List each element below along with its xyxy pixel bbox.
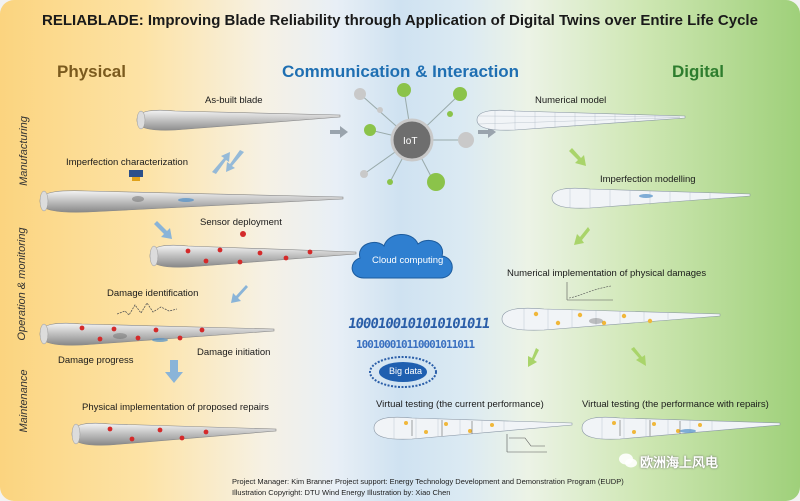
sensor-dot-icon xyxy=(240,231,246,237)
column-header-digital: Digital xyxy=(672,62,724,81)
column-header-physical: Physical xyxy=(57,62,126,81)
iot-hub xyxy=(354,83,474,191)
label-virtual-repairs: Virtual testing (the performance with re… xyxy=(582,399,769,410)
footer-credits-line1: Project Manager: Kim Branner Project sup… xyxy=(232,477,624,486)
label-sensor-deployment: Sensor deployment xyxy=(200,217,282,228)
column-header-communication: Communication & Interaction xyxy=(282,62,520,81)
binary-stream-1: 1000100101010101011 xyxy=(346,316,491,332)
blade-imperfection xyxy=(39,190,344,213)
arrow-right-icon xyxy=(330,126,348,138)
arrow-down-icon xyxy=(631,347,646,366)
arrow-down-icon xyxy=(528,348,539,367)
blade-virtual-repairs xyxy=(581,416,781,440)
blade-numerical-model xyxy=(476,109,686,131)
label-virtual-current: Virtual testing (the current performance… xyxy=(376,399,544,410)
arrow-down-icon xyxy=(574,227,590,245)
label-as-built-blade: As-built blade xyxy=(205,95,263,106)
label-cloud-computing: Cloud computing xyxy=(372,255,444,266)
blade-virtual-current xyxy=(373,416,573,440)
label-damage-identification: Damage identification xyxy=(107,288,199,299)
performance-graph-icon xyxy=(506,434,547,453)
blade-repaired xyxy=(71,422,277,446)
wechat-logo-icon xyxy=(619,453,637,468)
phase-label-maintenance: Maintenance xyxy=(18,369,30,433)
diagram-title: RELIABLADE: Improving Blade Reliability … xyxy=(42,12,758,29)
label-physical-repairs: Physical implementation of proposed repa… xyxy=(82,402,269,413)
label-numerical-model: Numerical model xyxy=(535,95,607,106)
arrow-down-icon xyxy=(165,360,183,383)
phase-label-manufacturing: Manufacturing xyxy=(18,116,30,186)
label-iot: IoT xyxy=(403,136,418,147)
footer-credits-line2: Illustration Copyright: DTU Wind Energy … xyxy=(232,488,451,497)
blade-as-built xyxy=(136,109,341,131)
blade-numerical-damage xyxy=(501,307,721,331)
cloud-computing-icon xyxy=(351,234,453,279)
arrow-down-icon xyxy=(231,285,248,303)
damage-graph-icon xyxy=(566,282,613,301)
label-numerical-damages: Numerical implementation of physical dam… xyxy=(507,268,707,279)
label-imperfection-characterization: Imperfection characterization xyxy=(66,157,188,168)
arrow-down-icon xyxy=(154,221,172,239)
watermark-text: 欧洲海上风电 xyxy=(640,455,719,470)
label-imperfection-modelling: Imperfection modelling xyxy=(600,174,696,185)
label-damage-initiation: Damage initiation xyxy=(197,347,271,358)
blade-imperfection-model xyxy=(551,187,751,209)
phase-label-operation: Operation & monitoring xyxy=(16,227,28,341)
damage-signal-icon xyxy=(117,302,177,316)
label-damage-progress: Damage progress xyxy=(58,355,134,366)
label-big-data: Big data xyxy=(389,366,423,376)
blade-sensors xyxy=(149,244,357,268)
arrow-down-icon xyxy=(569,148,586,166)
blade-damage xyxy=(39,322,275,346)
big-data-icon xyxy=(369,356,437,388)
scanner-icon xyxy=(129,170,143,181)
binary-stream-2: 100100010110001011011 xyxy=(356,338,475,351)
arrow-bidirectional-icon xyxy=(212,150,244,174)
